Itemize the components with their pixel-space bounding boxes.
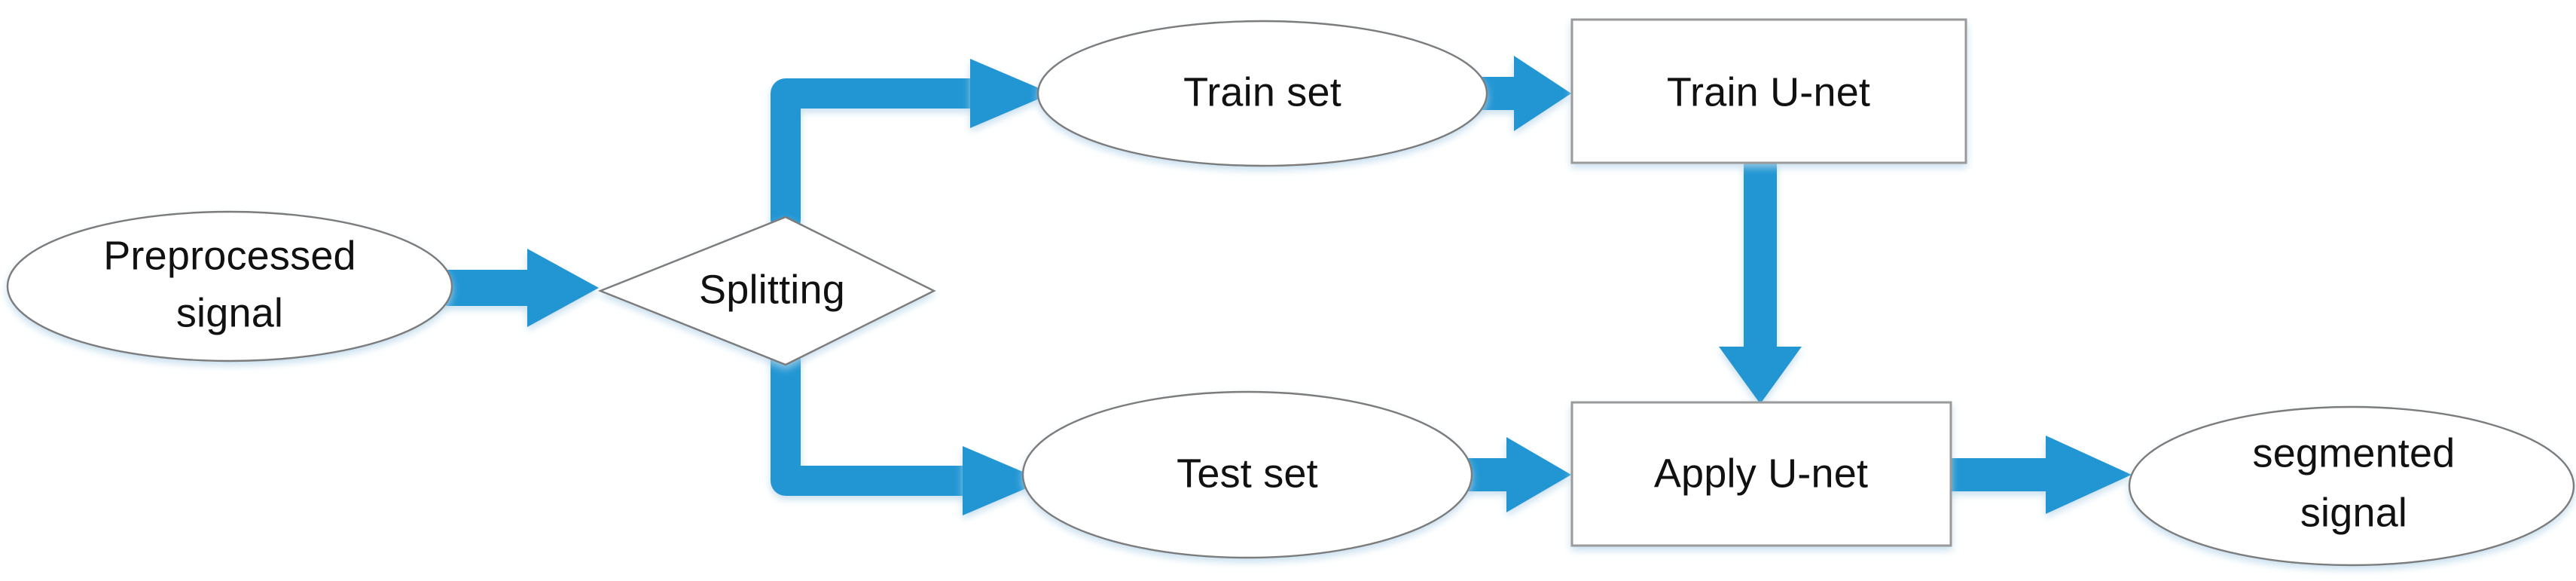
node-splitting[interactable]: Splitting xyxy=(597,216,936,366)
train-unet-box[interactable] xyxy=(1570,18,1967,164)
segmented-signal-label-line2: signal xyxy=(2300,490,2407,535)
edge-train-unet-to-apply-unet xyxy=(1719,161,1802,404)
node-segmented-signal[interactable]: segmented signal xyxy=(2128,405,2575,567)
node-train-unet[interactable]: Train U-net xyxy=(1570,18,1967,164)
edge-preprocessed-to-splitting xyxy=(431,249,599,327)
node-preprocessed-signal[interactable]: Preprocessed signal xyxy=(6,210,453,362)
preprocessed-signal-ellipse[interactable] xyxy=(6,210,453,362)
node-apply-unet[interactable]: Apply U-net xyxy=(1570,401,1952,547)
splitting-diamond[interactable] xyxy=(597,216,936,366)
apply-unet-box[interactable] xyxy=(1570,401,1952,547)
edge-test-set-to-apply-unet xyxy=(1446,437,1571,512)
train-set-label: Train set xyxy=(1183,69,1341,115)
test-set-ellipse[interactable] xyxy=(1021,390,1473,559)
segmented-signal-ellipse[interactable] xyxy=(2128,405,2575,567)
edge-splitting-to-train-set xyxy=(771,59,1051,235)
preprocessed-signal-label-line1: Preprocessed xyxy=(103,233,356,278)
edge-splitting-to-test-set xyxy=(771,345,1044,515)
apply-unet-label: Apply U-net xyxy=(1654,451,1868,496)
train-set-ellipse[interactable] xyxy=(1036,20,1488,167)
edge-apply-unet-to-segmented xyxy=(1925,436,2132,514)
preprocessed-signal-label-line2: signal xyxy=(176,290,283,335)
node-train-set[interactable]: Train set xyxy=(1036,20,1488,167)
edge-train-set-to-train-unet xyxy=(1461,56,1571,131)
test-set-label: Test set xyxy=(1177,451,1318,496)
train-unet-label: Train U-net xyxy=(1667,69,1870,115)
splitting-label: Splitting xyxy=(699,267,845,312)
segmented-signal-label-line1: segmented xyxy=(2253,430,2455,476)
node-test-set[interactable]: Test set xyxy=(1021,390,1473,559)
